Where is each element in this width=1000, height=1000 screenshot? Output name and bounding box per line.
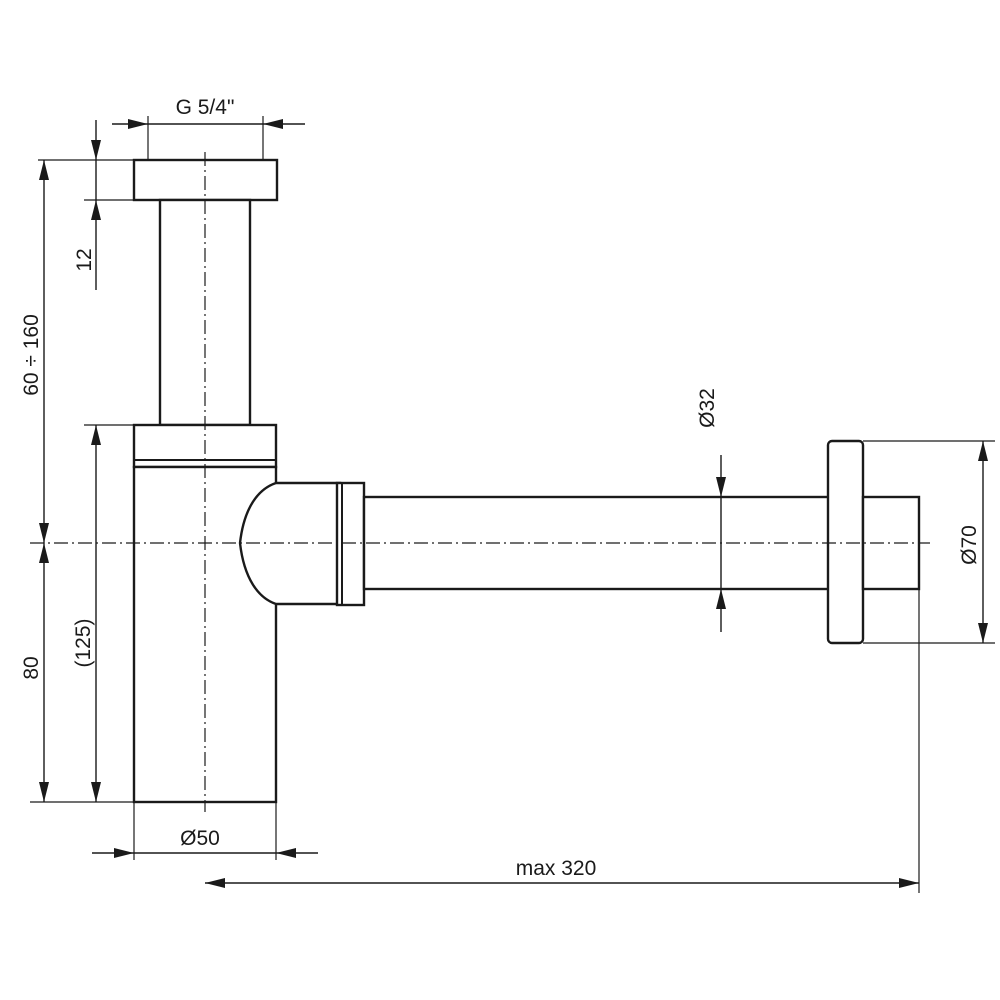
- dim-adjustable-arrow-top: [39, 160, 49, 180]
- label-thread: G 5/4": [176, 96, 235, 119]
- dim-max-length-arrow-left: [205, 878, 225, 888]
- dim-thread-arrow-right: [263, 119, 283, 129]
- dim-thread-arrow-left: [128, 119, 148, 129]
- center-lines: [30, 152, 930, 812]
- label-flange-height: 12: [73, 248, 96, 271]
- dim-body-diameter-arrow-left: [114, 848, 134, 858]
- label-outlet-diameter: Ø32: [696, 388, 719, 428]
- dim-outlet-height-arrow-top: [39, 543, 49, 563]
- dim-rosette-arrow-top: [978, 441, 988, 461]
- dim-outlet-diameter-arrow-bottom: [716, 589, 726, 609]
- dim-flange-arrow-top: [91, 140, 101, 160]
- dim-body-height-arrow-bottom: [91, 782, 101, 802]
- dim-body-diameter-arrow-right: [276, 848, 296, 858]
- wall-rosette: [826, 439, 865, 645]
- label-outlet-height: 80: [20, 656, 43, 679]
- label-body-diameter: Ø50: [180, 827, 220, 850]
- trap-assembly: [132, 158, 921, 804]
- dim-adjustable-arrow-bottom: [39, 523, 49, 543]
- label-rosette-diameter: Ø70: [958, 525, 981, 565]
- dim-flange-arrow-bottom: [91, 200, 101, 220]
- dimension-lines: [39, 119, 988, 888]
- dim-rosette-arrow-bottom: [978, 623, 988, 643]
- dimension-labels: G 5/4" 12 60 ÷ 160 80 (125) Ø50 Ø32 Ø70 …: [20, 96, 981, 880]
- label-adjustable-height: 60 ÷ 160: [20, 314, 43, 396]
- dim-max-length-arrow-right: [899, 878, 919, 888]
- label-body-height: (125): [72, 618, 95, 667]
- label-max-length: max 320: [516, 857, 597, 880]
- dim-outlet-height-arrow-bottom: [39, 782, 49, 802]
- dim-outlet-diameter-arrow-top: [716, 477, 726, 497]
- dim-body-height-arrow-top: [91, 425, 101, 445]
